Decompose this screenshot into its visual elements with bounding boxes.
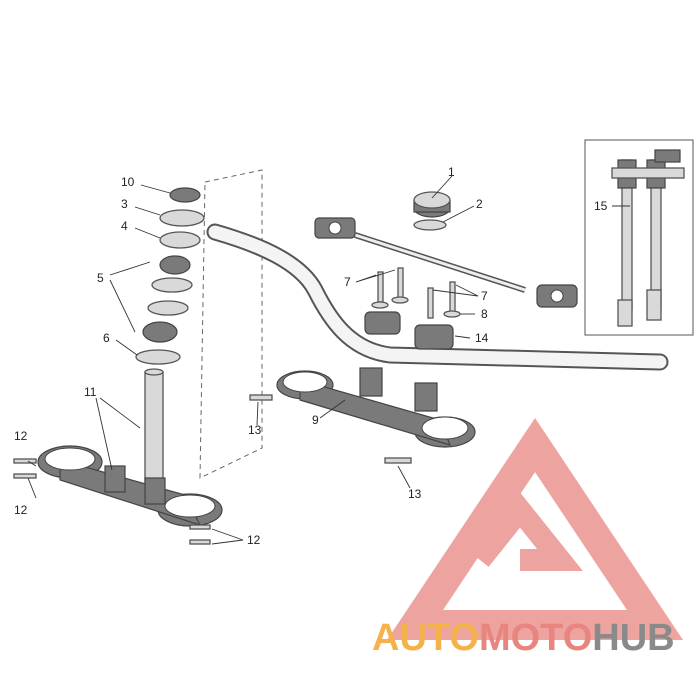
callout-12-right: 12 xyxy=(247,533,261,547)
callout-12-upper: 12 xyxy=(14,429,28,443)
watermark-text: AUTOMOTOHUB xyxy=(372,617,675,659)
cap-washer xyxy=(413,219,447,231)
callout-1: 1 xyxy=(448,165,455,179)
crossbar-clamp-left xyxy=(314,217,356,239)
leader-lines xyxy=(27,175,630,545)
callout-4: 4 xyxy=(121,219,128,233)
dashed-assembly-frame xyxy=(199,169,263,479)
callout-10: 10 xyxy=(121,175,135,189)
callout-7-left: 7 xyxy=(344,275,351,289)
bearing-stack xyxy=(135,187,205,365)
callout-13-lower: 13 xyxy=(408,487,422,501)
callout-14: 14 xyxy=(475,331,489,345)
handlebar xyxy=(206,223,669,371)
callout-13-upper: 13 xyxy=(248,423,262,437)
callout-5: 5 xyxy=(97,271,104,285)
callout-7-right: 7 xyxy=(481,289,488,303)
watermark-auto: AUTO xyxy=(372,617,479,659)
lower-triple-clamp xyxy=(37,368,223,527)
callout-2: 2 xyxy=(476,197,483,211)
callout-3: 3 xyxy=(121,197,128,211)
callout-12-lower: 12 xyxy=(14,503,28,517)
handlebar-clamps xyxy=(364,311,454,350)
crossbar-clamp-right xyxy=(536,284,578,308)
steering-cap xyxy=(413,191,451,218)
bolt-13-top xyxy=(249,394,273,401)
bolts-7 xyxy=(371,267,461,319)
callout-8: 8 xyxy=(481,307,488,321)
fork-legs xyxy=(611,149,685,327)
bolt-13-bottom xyxy=(384,457,412,464)
callout-6: 6 xyxy=(103,331,110,345)
watermark-moto: MOTO xyxy=(479,617,592,659)
callout-15: 15 xyxy=(594,199,608,213)
callout-11: 11 xyxy=(84,385,97,399)
bolts-12 xyxy=(13,458,211,545)
watermark-hub: HUB xyxy=(592,617,674,659)
watermark-logo xyxy=(386,417,684,640)
upper-triple-clamp xyxy=(276,367,476,448)
callout-9: 9 xyxy=(312,413,319,427)
